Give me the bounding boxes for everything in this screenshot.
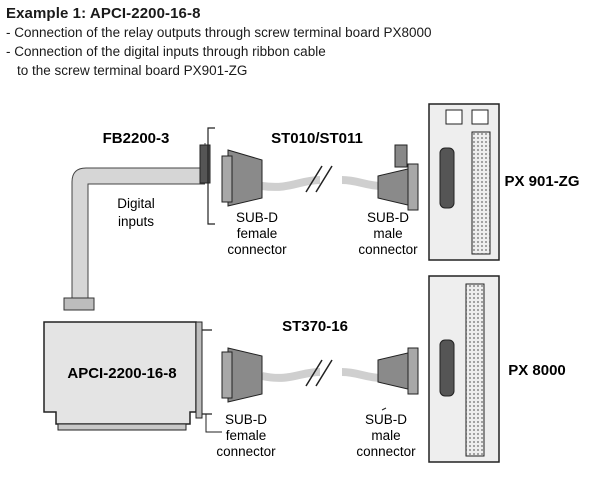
bottom-male-label-3: connector	[356, 444, 416, 459]
description-line-2: - Connection of the digital inputs throu…	[6, 44, 326, 59]
px8000-board	[428, 275, 500, 463]
top-female-label-2: female	[237, 226, 278, 241]
top-female-connector	[221, 149, 263, 207]
description-line-3: to the screw terminal board PX901-ZG	[17, 63, 248, 78]
ribbon-plug	[63, 297, 95, 311]
top-male-label-3: connector	[358, 242, 418, 257]
example-title: Example 1: APCI-2200-16-8	[6, 5, 201, 22]
bottom-cable	[261, 359, 383, 387]
bottom-female-label-1: SUB-D	[225, 412, 267, 427]
digital-inputs-label-1: Digital	[117, 196, 155, 211]
leader-lines	[205, 407, 387, 433]
bottom-female-label-3: connector	[216, 444, 276, 459]
digital-inputs-label-2: inputs	[118, 214, 154, 229]
ribbon-cable-label: FB2200-3	[103, 130, 170, 147]
top-male-connector	[377, 144, 419, 211]
bottom-cable-label: ST370-16	[282, 318, 348, 335]
px901-label: PX 901-ZG	[504, 173, 579, 190]
ribbon-bracket	[207, 127, 215, 225]
apci-card	[43, 321, 212, 431]
bottom-female-label-2: female	[226, 428, 267, 443]
header: Example 1: APCI-2200-16-8 - Connection o…	[6, 4, 432, 80]
bottom-female-connector	[221, 347, 263, 403]
top-female-label-1: SUB-D	[236, 210, 278, 225]
top-male-label-1: SUB-D	[367, 210, 409, 225]
px901-board	[428, 103, 500, 261]
top-female-label-3: connector	[227, 242, 287, 257]
card-header-connector	[199, 144, 211, 184]
bottom-male-connector	[377, 347, 419, 395]
top-male-label-2: male	[373, 226, 402, 241]
description-line-1: - Connection of the relay outputs throug…	[6, 25, 432, 40]
top-cable	[261, 165, 383, 193]
bottom-male-label-1: SUB-D	[365, 412, 407, 427]
px8000-label: PX 8000	[508, 362, 566, 379]
card-label: APCI-2200-16-8	[67, 365, 176, 382]
bottom-male-label-2: male	[371, 428, 400, 443]
top-cable-label: ST010/ST011	[271, 130, 363, 147]
